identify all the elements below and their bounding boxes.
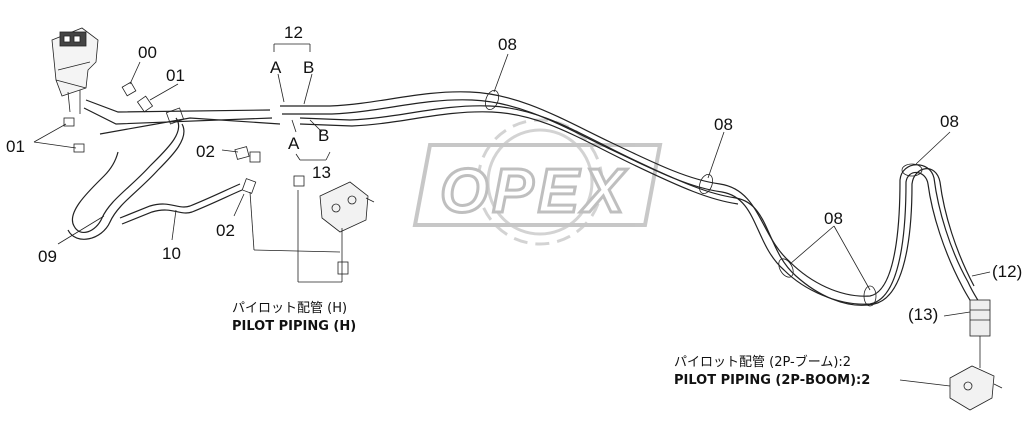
label-02-lower: 02 — [216, 221, 235, 240]
control-valve-icon — [319, 181, 375, 233]
label-08-2: 08 — [714, 115, 733, 134]
label-08-3: 08 — [824, 209, 843, 228]
label-12-paren: (12) — [992, 262, 1022, 281]
label-00: 00 — [138, 43, 157, 62]
pilot-valve-icon — [51, 27, 99, 114]
label-a-top: A — [270, 58, 282, 77]
note-pilot-h-jp: パイロット配管 (H) — [232, 301, 347, 316]
label-b-top: B — [303, 58, 314, 77]
opex-watermark: OPEX — [412, 118, 663, 246]
watermark-text: OPEX — [440, 157, 628, 226]
hose-end-fittings — [969, 299, 991, 368]
label-12: 12 — [284, 23, 303, 42]
label-13: 13 — [312, 163, 331, 182]
label-08-1: 08 — [498, 35, 517, 54]
label-01-left: 01 — [6, 137, 25, 156]
pilot-pipes-left — [83, 99, 281, 135]
label-b-bottom: B — [318, 126, 329, 145]
label-01-top: 01 — [166, 66, 185, 85]
label-08-4: 08 — [940, 112, 959, 131]
label-10: 10 — [162, 244, 181, 263]
note-pilot-boom-jp: パイロット配管 (2P-ブーム):2 — [674, 354, 851, 370]
label-09: 09 — [38, 247, 57, 266]
note-pilot-h-en: PILOT PIPING (H) — [232, 319, 356, 334]
hose-10 — [119, 183, 243, 225]
label-a-bottom: A — [288, 134, 300, 153]
main-pilot-hoses — [280, 91, 985, 319]
label-13-paren: (13) — [908, 305, 938, 324]
label-02-upper: 02 — [196, 142, 215, 161]
leader-lines — [33, 43, 991, 317]
note-pilot-boom-en: PILOT PIPING (2P-BOOM):2 — [674, 373, 870, 388]
hose-09 — [67, 117, 185, 240]
boom-valve-icon — [899, 365, 1003, 411]
